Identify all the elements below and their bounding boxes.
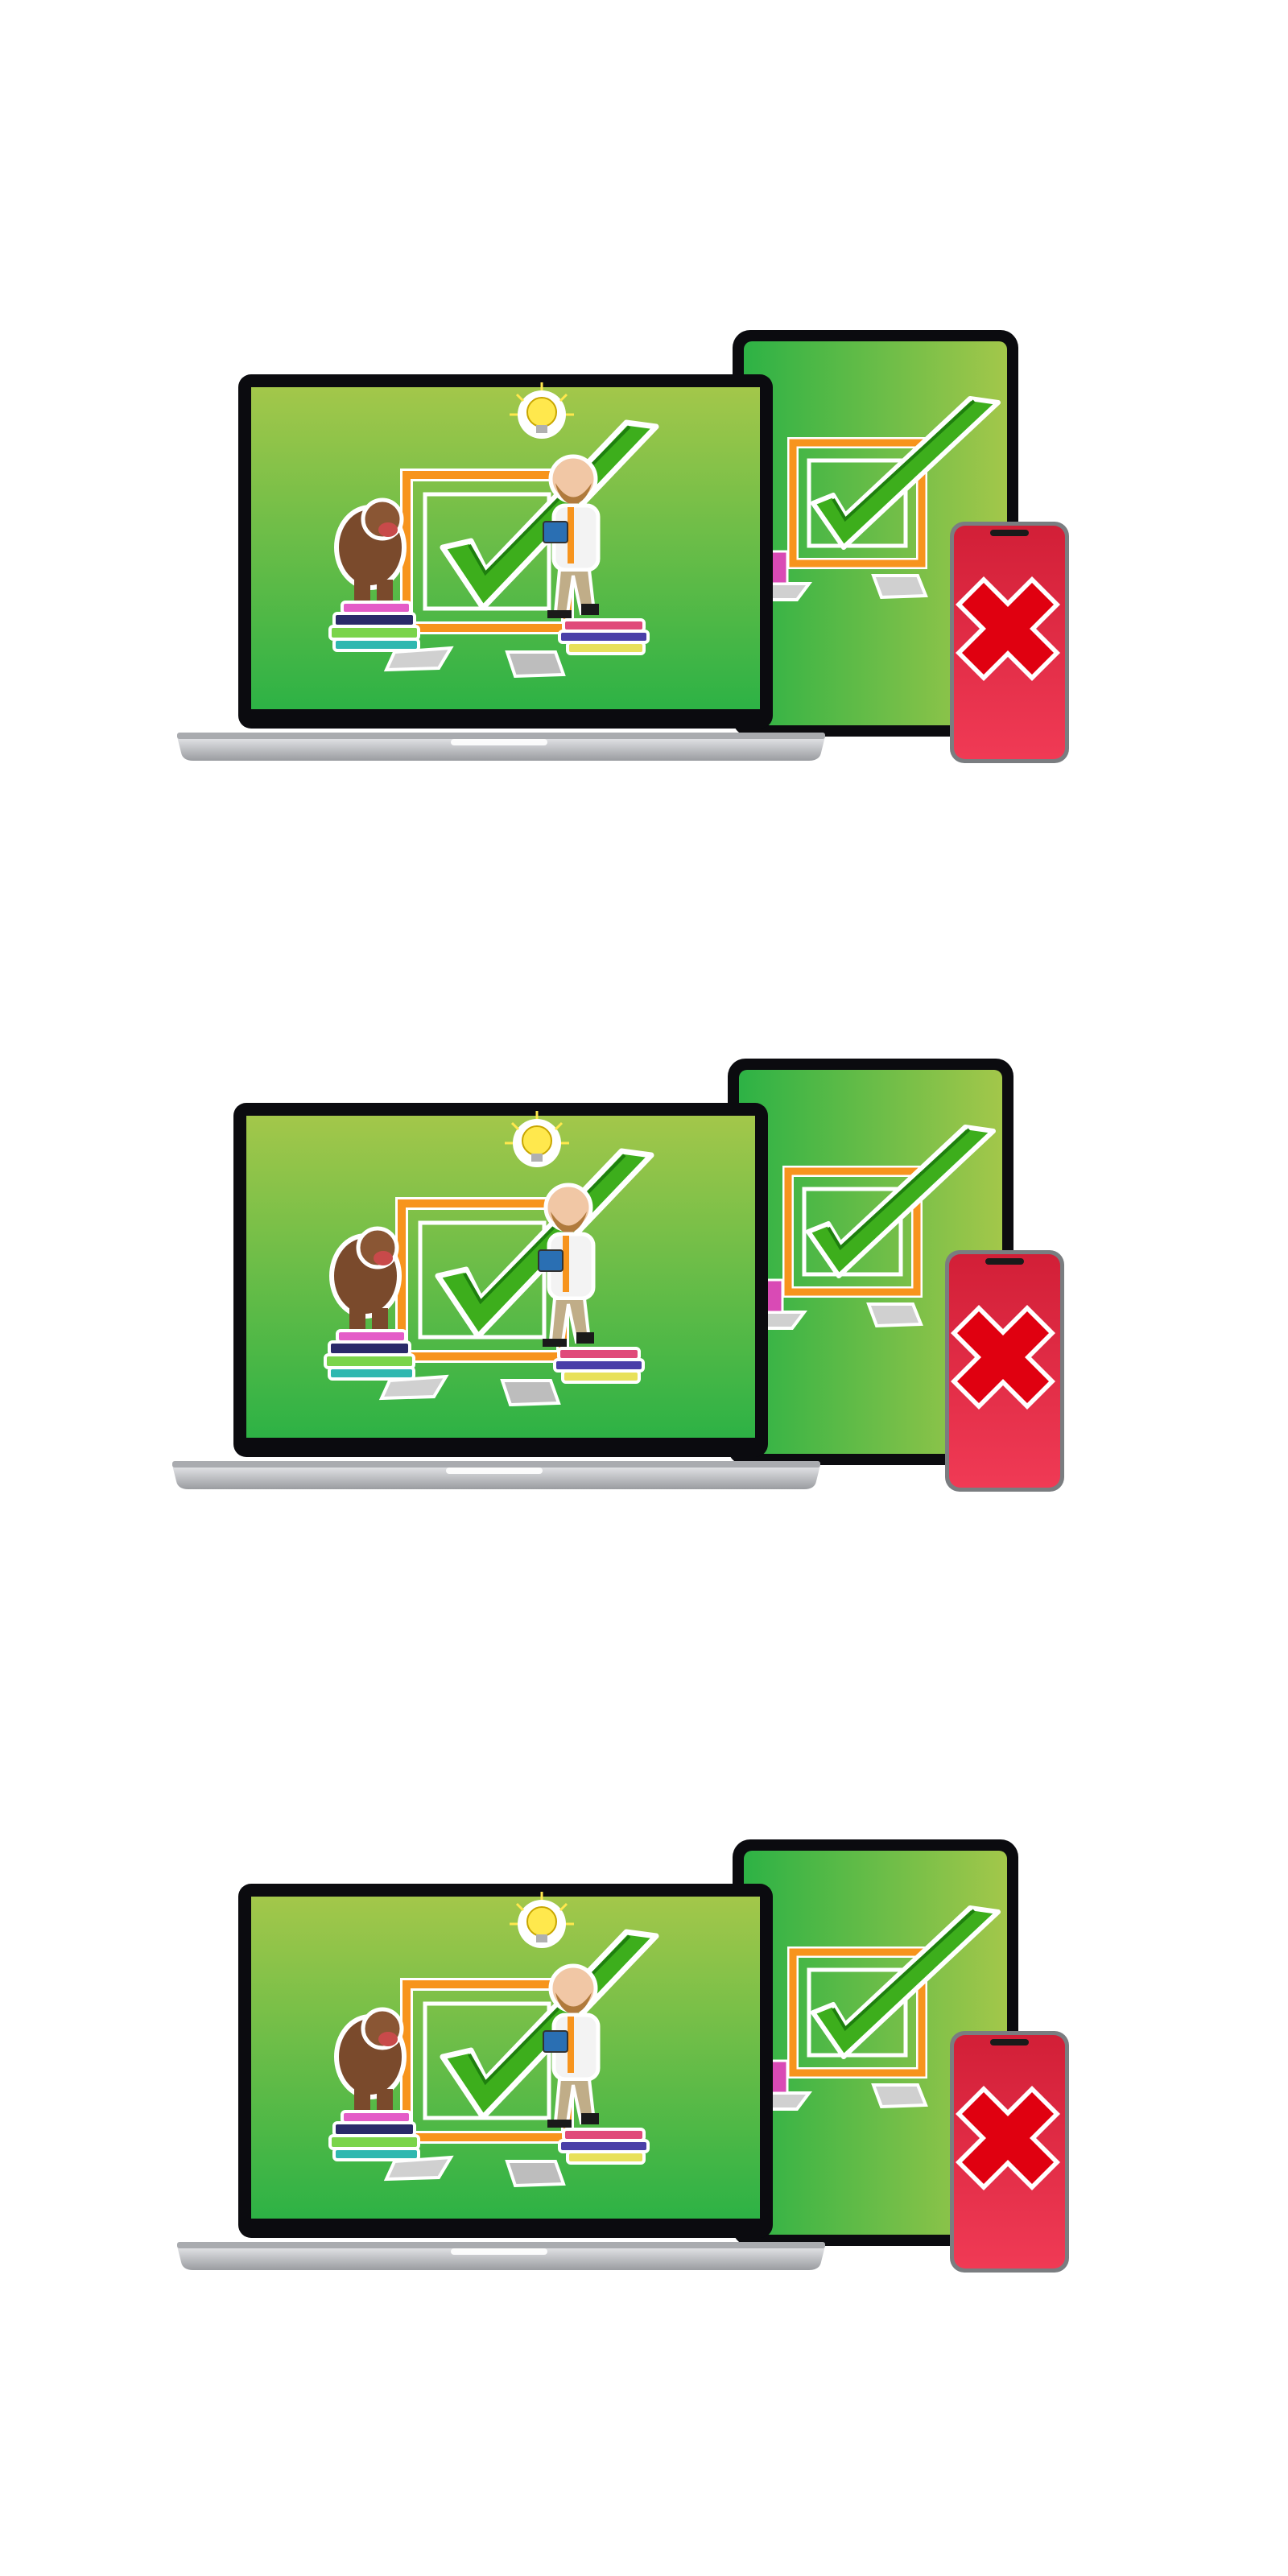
tablet-icon bbox=[728, 1059, 1013, 1465]
tablet-icon bbox=[733, 330, 1018, 737]
cross-icon bbox=[951, 1305, 1055, 1410]
device-mockup-2 bbox=[172, 1059, 1064, 1492]
monkey-illustration bbox=[334, 497, 407, 602]
book-stack-icon bbox=[558, 2128, 650, 2165]
phone-icon bbox=[945, 1250, 1064, 1492]
person-illustration bbox=[543, 454, 601, 618]
lightbulb-icon bbox=[510, 382, 574, 439]
book-stack-icon bbox=[328, 601, 420, 652]
laptop-icon bbox=[172, 1103, 820, 1489]
monkey-illustration bbox=[334, 2007, 407, 2112]
device-scene-1 bbox=[0, 314, 1288, 813]
lightbulb-icon bbox=[510, 1892, 574, 1948]
device-mockup-1 bbox=[177, 330, 1069, 763]
book-stack-icon bbox=[324, 1329, 415, 1381]
phone-icon bbox=[950, 522, 1069, 763]
person-illustration bbox=[538, 1183, 596, 1347]
book-stack-icon bbox=[328, 2110, 420, 2161]
monkey-illustration bbox=[329, 1226, 402, 1331]
lightbulb-icon bbox=[505, 1111, 569, 1167]
book-stack-icon bbox=[558, 618, 650, 655]
phone-icon bbox=[950, 2031, 1069, 2273]
device-scene-3 bbox=[0, 1823, 1288, 2322]
cross-icon bbox=[956, 2086, 1060, 2190]
laptop-icon bbox=[177, 374, 825, 761]
cross-icon bbox=[956, 576, 1060, 681]
book-stack-icon bbox=[553, 1347, 645, 1384]
tablet-icon bbox=[733, 1839, 1018, 2246]
laptop-icon bbox=[177, 1884, 825, 2270]
device-mockup-3 bbox=[177, 1839, 1069, 2273]
device-scene-2 bbox=[0, 1042, 1288, 1542]
person-illustration bbox=[543, 1963, 601, 2128]
